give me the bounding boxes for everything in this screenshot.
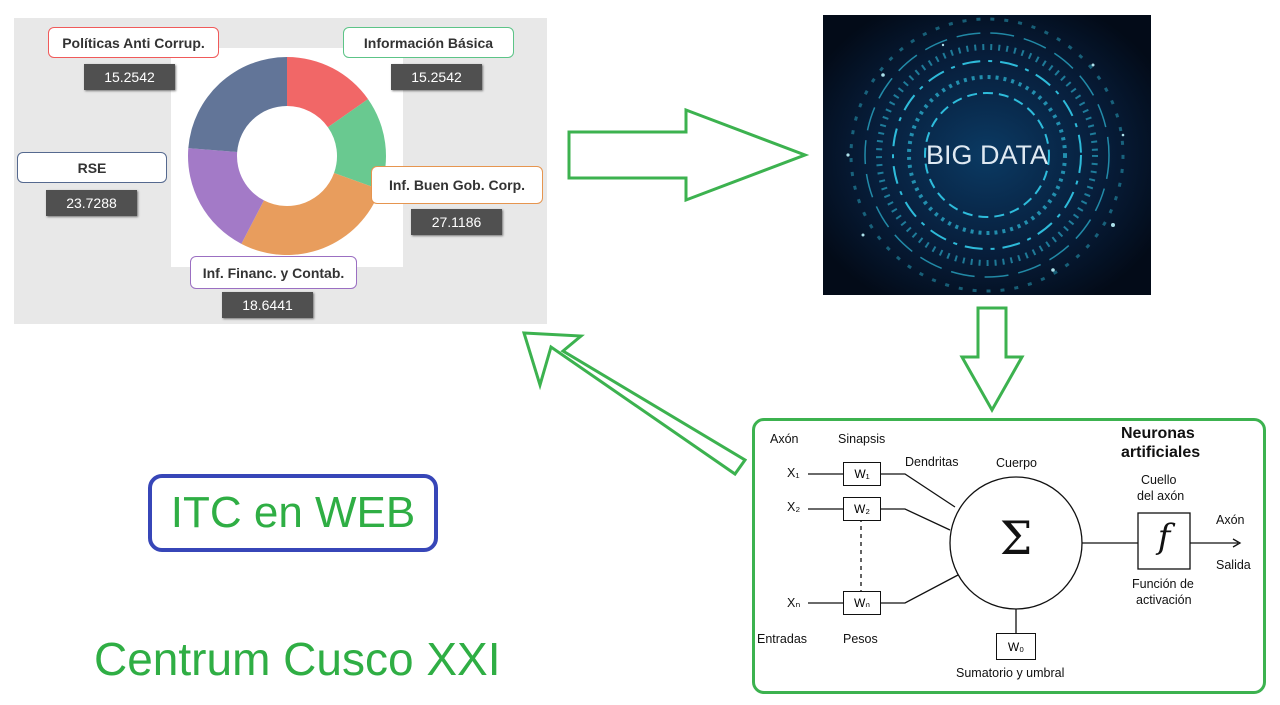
- activation-f-symbol: f: [1157, 517, 1171, 557]
- funcion-label-2: activación: [1136, 593, 1192, 607]
- weight-w0: W₀: [996, 633, 1036, 660]
- input-xn: Xₙ: [787, 596, 801, 610]
- axon-in-label: Axón: [770, 432, 799, 446]
- label-buen-gob: Inf. Buen Gob. Corp.: [371, 166, 543, 204]
- value-info-basica: 15.2542: [391, 64, 482, 90]
- donut-slice-info-basica: [327, 99, 386, 190]
- input-x2: X₂: [787, 500, 801, 514]
- label-info-basica: Información Básica: [343, 27, 514, 58]
- donut-slice-rse: [188, 57, 287, 153]
- value-financ: 18.6441: [222, 292, 313, 318]
- donut-chart: [188, 57, 386, 255]
- value-rse: 23.7288: [46, 190, 137, 216]
- neural-title: Neuronas artificiales: [1121, 424, 1200, 462]
- sumatorio-label: Sumatorio y umbral: [956, 666, 1065, 680]
- pesos-label: Pesos: [843, 632, 878, 646]
- itc-web-box: ITC en WEB: [148, 474, 438, 552]
- weight-wn: Wₙ: [843, 591, 881, 615]
- value-politicas: 15.2542: [84, 64, 175, 90]
- big-data-graphic: BIG DATA: [823, 15, 1151, 295]
- arrow-down: [959, 306, 1025, 414]
- cuello-label-2: del axón: [1137, 489, 1185, 503]
- big-data-text: BIG DATA: [926, 140, 1048, 170]
- cuello-label-1: Cuello: [1141, 473, 1177, 487]
- donut-slice-financ: [188, 148, 264, 244]
- big-data-image: BIG DATA: [823, 15, 1151, 295]
- salida-label: Salida: [1216, 558, 1251, 572]
- neural-title-line2: artificiales: [1121, 444, 1201, 461]
- label-politicas: Políticas Anti Corrup.: [48, 27, 219, 58]
- input-x1: X₁: [787, 466, 800, 480]
- sigma-symbol: Σ: [999, 511, 1033, 565]
- axon-out-label: Axón: [1216, 513, 1245, 527]
- value-buen-gob: 27.1186: [411, 209, 502, 235]
- cuerpo-label: Cuerpo: [996, 456, 1037, 470]
- weight-w1: W₁: [843, 462, 881, 486]
- donut-slice-buen-gob: [241, 172, 381, 255]
- sinapsis-label: Sinapsis: [838, 432, 886, 446]
- dendritas-label: Dendritas: [905, 455, 959, 469]
- donut-slice-politicas: [287, 57, 369, 128]
- label-rse: RSE: [17, 152, 167, 183]
- arrow-right: [567, 107, 810, 203]
- centrum-title: Centrum Cusco XXI: [94, 633, 501, 685]
- chart-card: [171, 48, 403, 267]
- entradas-label: Entradas: [757, 632, 808, 646]
- arrow-diagonal: [521, 331, 748, 477]
- itc-web-text: ITC en WEB: [170, 488, 416, 537]
- weight-w2: W₂: [843, 497, 881, 521]
- funcion-label-1: Función de: [1132, 577, 1194, 591]
- label-financ: Inf. Financ. y Contab.: [190, 256, 357, 289]
- neural-title-line1: Neuronas: [1121, 425, 1195, 442]
